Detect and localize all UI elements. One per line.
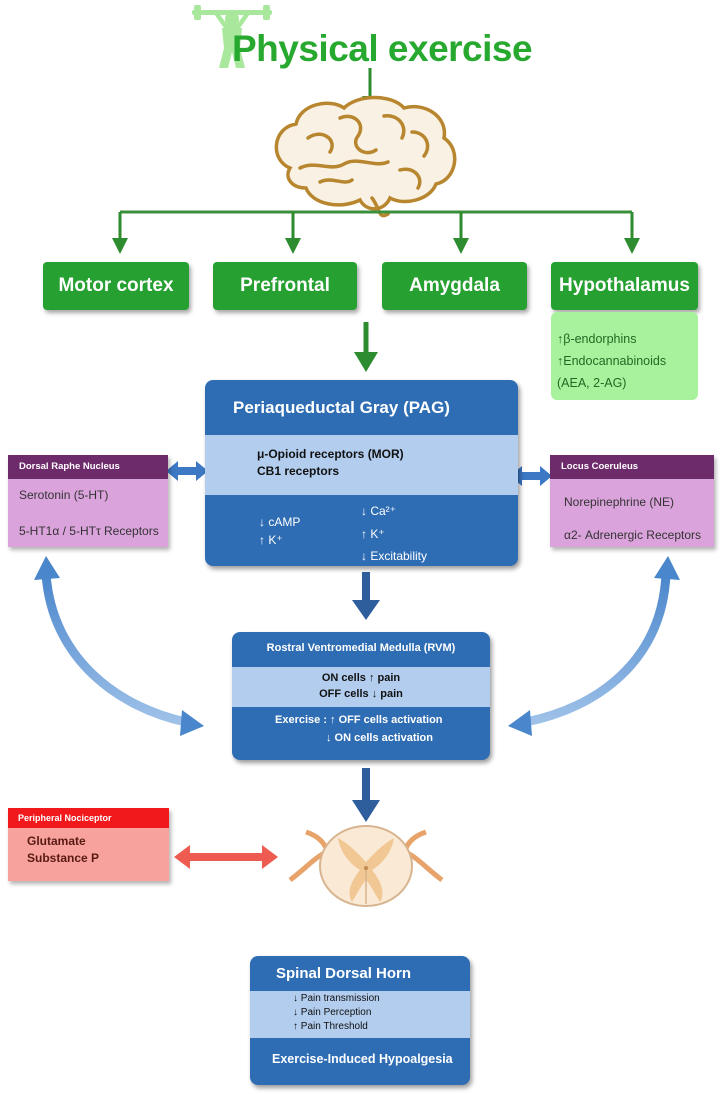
locus-coeruleus-box: Locus Coeruleus Norepinephrine (NE) α2- … xyxy=(550,455,714,547)
rvm-exercise-on: ↓ ON cells activation xyxy=(326,732,433,744)
nociceptor-substance-p: Substance P xyxy=(27,851,100,865)
dorsal-horn-effects-band: ↓ Pain transmission ↓ Pain Perception ↑ … xyxy=(250,991,470,1038)
double-arrow-raphe-pag xyxy=(166,461,208,481)
pag-effect-ca: ↓ Ca²⁺ xyxy=(361,504,397,518)
region-hypothalamus: Hypothalamus xyxy=(551,262,698,310)
hypothalamus-note-endocannabinoids: ↑Endocannabinoids (AEA, 2-AG) xyxy=(557,354,667,390)
peripheral-nociceptor-header: Peripheral Nociceptor xyxy=(8,808,169,828)
curved-arrow-raphe-rvm xyxy=(34,556,204,736)
weightlifter-icon xyxy=(192,5,272,68)
pag-receptor-mor: μ-Opioid receptors (MOR) xyxy=(257,447,404,461)
dorsal-horn-perception: ↓ Pain Perception xyxy=(293,1007,372,1018)
pag-effect-camp: ↓ cAMP xyxy=(259,515,301,529)
hypothalamus-note-endorphins: ↑β-endorphins xyxy=(557,332,637,346)
locus-coeruleus-header: Locus Coeruleus xyxy=(550,455,714,479)
pag-effect-k-left: ↑ K⁺ xyxy=(259,533,283,547)
double-arrow-nociceptor-spinal xyxy=(174,845,278,869)
pag-effect-excitability: ↓ Excitability xyxy=(361,549,428,563)
rvm-box: Rostral Ventromedial Medulla (RVM) ON ce… xyxy=(232,632,490,760)
hypothalamus-notes: ↑β-endorphins ↑Endocannabinoids (AEA, 2-… xyxy=(551,312,698,400)
pag-receptors-band: μ-Opioid receptors (MOR) CB1 receptors xyxy=(205,435,518,495)
rvm-on-cells: ON cells ↑ pain xyxy=(321,672,401,684)
double-arrow-pag-coeruleus xyxy=(510,466,552,486)
rvm-off-cells: OFF cells ↓ pain xyxy=(319,688,403,700)
rvm-exercise-off: Exercise : ↑ OFF cells activation xyxy=(275,714,443,726)
locus-coeruleus-norepinephrine: Norepinephrine (NE) xyxy=(564,495,675,509)
arrow-rvm-to-spinal xyxy=(352,768,380,822)
spinal-cord-icon xyxy=(288,825,444,907)
dorsal-horn-threshold: ↑ Pain Threshold xyxy=(293,1021,368,1032)
locus-coeruleus-receptors: α2- Adrenergic Receptors xyxy=(564,528,701,542)
region-motor-cortex: Motor cortex xyxy=(43,262,189,310)
nociceptor-glutamate: Glutamate xyxy=(27,834,86,848)
peripheral-nociceptor-box: Peripheral Nociceptor Glutamate Substanc… xyxy=(8,808,169,881)
dorsal-horn-transmission: ↓ Pain transmission xyxy=(293,993,380,1004)
brain-icon xyxy=(274,95,457,218)
dorsal-raphe-serotonin: Serotonin (5-HT) xyxy=(19,488,109,502)
arrow-regions-to-pag xyxy=(354,322,378,372)
rvm-title: Rostral Ventromedial Medulla (RVM) xyxy=(266,642,456,654)
dorsal-horn-title: Spinal Dorsal Horn xyxy=(276,965,412,982)
spinal-dorsal-horn-box: Spinal Dorsal Horn ↓ Pain transmission ↓… xyxy=(250,956,470,1085)
branch-arrows xyxy=(112,210,640,254)
pag-box: Periaqueductal Gray (PAG) μ-Opioid recep… xyxy=(205,380,518,566)
region-prefrontal: Prefrontal xyxy=(213,262,357,310)
dorsal-raphe-receptors: 5-HT1α / 5-HTτ Receptors xyxy=(19,524,159,538)
pag-receptor-cb1: CB1 receptors xyxy=(257,464,340,478)
pag-title: Periaqueductal Gray (PAG) xyxy=(233,398,450,417)
diagram-title: Physical exercise xyxy=(232,28,533,69)
curved-arrow-coeruleus-rvm xyxy=(508,556,680,736)
dorsal-raphe-header: Dorsal Raphe Nucleus xyxy=(8,455,168,479)
rvm-cells-band: ON cells ↑ pain OFF cells ↓ pain xyxy=(232,667,490,707)
dorsal-raphe-box: Dorsal Raphe Nucleus Serotonin (5-HT) 5-… xyxy=(8,455,168,547)
region-amygdala: Amygdala xyxy=(382,262,527,310)
dorsal-horn-footer: Exercise-Induced Hypoalgesia xyxy=(272,1052,453,1066)
arrow-pag-to-rvm xyxy=(352,572,380,620)
pag-effect-k-right: ↑ K⁺ xyxy=(361,527,385,541)
